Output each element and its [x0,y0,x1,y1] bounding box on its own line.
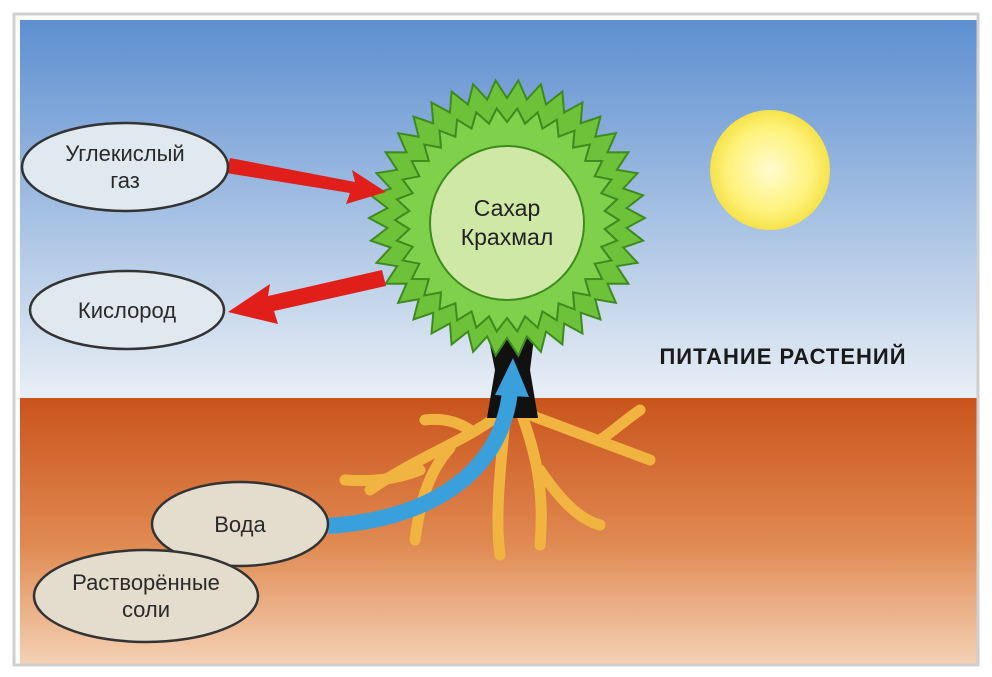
bubble-salts [32,548,260,644]
bubble-co2 [20,121,230,213]
label-co2: Углекислый газ [40,137,210,197]
arrow-oxygen-out [228,270,386,324]
arrow-water-up [327,390,518,534]
label-water: Вода [168,505,312,543]
label-sugar-starch: Сахар Крахмал [437,190,577,256]
label-oxygen: Кислород [40,291,214,329]
arrow-co2-in [226,158,386,204]
diagram-title: ПИТАНИЕ РАСТЕНИЙ [659,344,907,369]
label-oxygen-text: Кислород [77,297,177,323]
sun [710,110,830,230]
frame-border [12,12,980,667]
label-salts: Растворённые соли [44,566,248,626]
label-co2-text: Углекислый газ [65,141,185,193]
label-starch: Крахмал [460,224,554,250]
label-sugar: Сахар [473,195,541,221]
arrow-water-head [495,358,529,397]
bubble-water [150,480,330,568]
bubble-oxygen [28,269,226,351]
label-salts-text: Растворённые соли [72,570,220,622]
label-water-text: Вода [214,511,266,537]
crown-center [429,145,585,301]
